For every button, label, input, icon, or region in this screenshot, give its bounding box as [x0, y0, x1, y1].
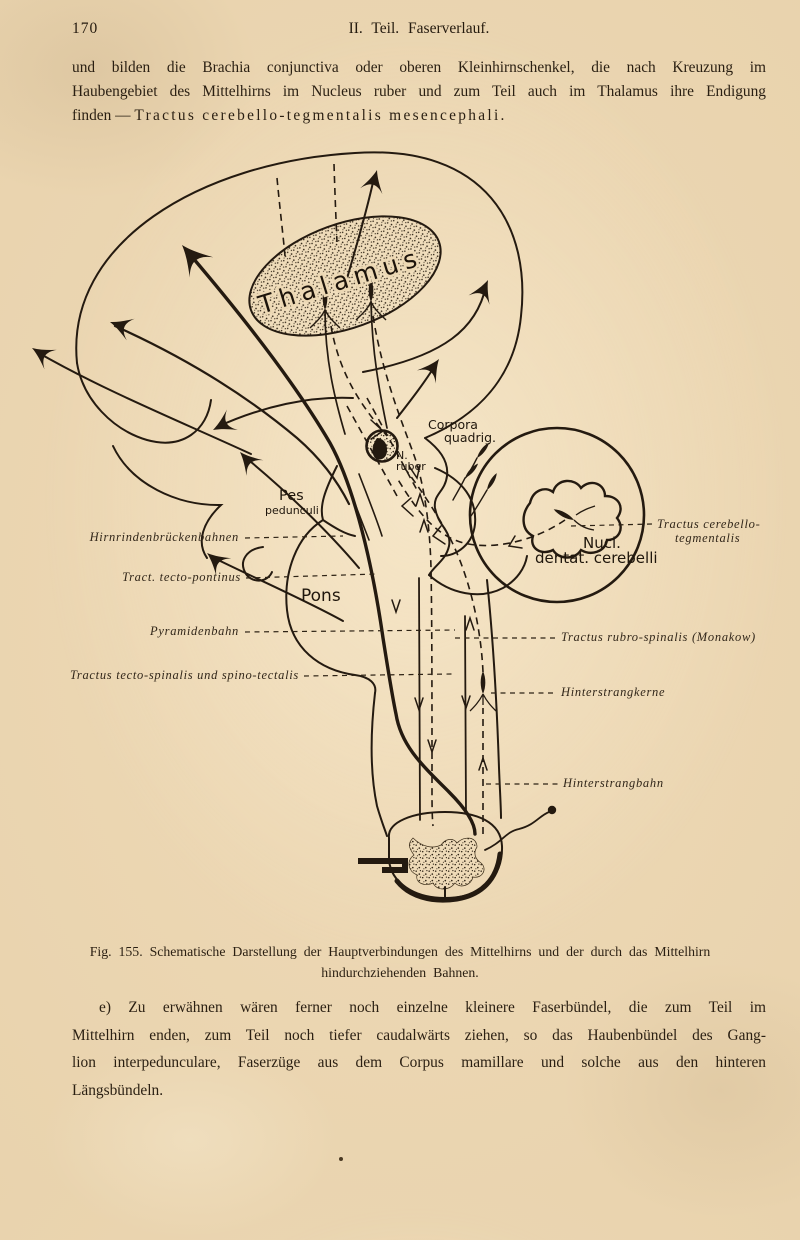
- thalamic-radiation: [362, 285, 487, 373]
- paragraph-bottom-line: lion interpedunculare, Faserzüge aus dem…: [72, 1054, 766, 1071]
- label-pedunculi: pedunculi: [265, 504, 319, 517]
- thalamus-shape: [248, 215, 442, 337]
- arrowhead-icon: [416, 352, 449, 384]
- label-n-ruber-2: ruber: [396, 460, 426, 473]
- paragraph-bottom-line: Längsbündeln.: [72, 1081, 164, 1099]
- spinal-section-thick-rim: [394, 851, 503, 903]
- label-tractus-cerebello-1: Tractus cerebello-: [657, 517, 760, 531]
- thalamus-neuron: [355, 279, 387, 321]
- arrowhead-icon: [170, 234, 214, 278]
- basal-outline: [112, 445, 224, 559]
- label-hinterstrangbahn: Hinterstrangbahn: [562, 776, 664, 790]
- tegmental-cell: [485, 472, 499, 491]
- thalamus-neuron: [309, 287, 341, 329]
- paragraph-top-line: Haubengebiet des Mittelhirns im Nucleus …: [72, 83, 766, 100]
- label-corpora-1: Corpora: [428, 417, 478, 432]
- hemisphere-outline: [75, 151, 524, 439]
- long-descending-dashed: [372, 315, 434, 827]
- label-tract-tecto-pontinus: Tract. tecto-pontinus: [122, 570, 241, 584]
- pes-notch: [322, 519, 356, 537]
- thalamus-axon: [324, 309, 346, 435]
- pes-pons-outline: [285, 465, 377, 694]
- neurons: [309, 279, 596, 712]
- vertical-fiber: [464, 615, 467, 815]
- page-header: 170 II. Teil. Faserverlauf.: [72, 20, 766, 42]
- direction-arrows: [370, 419, 523, 771]
- pes-fiber: [358, 473, 383, 537]
- arrowhead-icon: [25, 338, 57, 370]
- paragraph-top-line: finden — Tractus cerebello-tegmentalis m…: [72, 104, 766, 128]
- arrowhead-icon: [468, 275, 499, 305]
- pyramid-hook: [358, 858, 408, 873]
- medial-curl-outline: [76, 362, 212, 444]
- fig155-diagram: Thalamus Pes pedunculi Pons Corpora quad…: [25, 151, 760, 903]
- cord-right-edge: [486, 579, 502, 819]
- tegmental-cell: [463, 462, 480, 480]
- label-nucl-1: Nucl.: [583, 534, 621, 552]
- paragraph-top-line: und bilden die Brachia conjunctiva oder …: [72, 59, 766, 76]
- decussation-dashed: [366, 397, 418, 491]
- dentate-neuron: [552, 505, 596, 531]
- label-hinterstrangkerne: Hinterstrangkerne: [560, 685, 665, 699]
- cortical-fiber: [244, 456, 360, 569]
- label-pons: Pons: [301, 586, 341, 606]
- hinterstrangkern-neuron: [469, 671, 497, 712]
- label-pyramidenbahn: Pyramidenbahn: [149, 624, 239, 638]
- arrowhead-icon: [231, 444, 264, 476]
- paragraph-top: und bilden die Brachia conjunctiva oder …: [72, 56, 766, 128]
- fiber-tracts: [36, 177, 557, 851]
- paragraph-bottom-line: Mittelhirn enden, zum Teil noch tiefer c…: [72, 1026, 766, 1044]
- label-pes: Pes: [279, 488, 304, 504]
- label-nucl-2: dentat. cerebelli: [535, 549, 658, 567]
- page-number: 170: [72, 20, 99, 37]
- running-title: II. Teil. Faserverlauf.: [348, 20, 490, 37]
- cortical-fiber: [113, 324, 351, 506]
- pyramidal-tract: [185, 249, 477, 836]
- spinal-reflex-fiber: [484, 811, 550, 851]
- thalamocortical-fiber: [344, 177, 375, 287]
- figure-labels: Thalamus Pes pedunculi Pons Corpora quad…: [70, 240, 760, 790]
- spinal-gray-butterfly: [408, 837, 485, 890]
- label-corpora-2: quadrig.: [444, 430, 496, 445]
- stippled-nuclei: [248, 215, 485, 890]
- paragraph-top-text: finden —: [72, 107, 135, 124]
- small-curl: [242, 546, 273, 582]
- leader-lines: [244, 523, 654, 785]
- label-tractus-rubro-spinalis: Tractus rubro-spinalis (Monakow): [561, 630, 756, 644]
- tectum-outline: [424, 437, 451, 576]
- caption-line-1: Fig. 155. Schematische Darstellung der H…: [89, 944, 711, 959]
- label-tractus-cerebello-2: tegmentalis: [675, 531, 740, 545]
- pes-fiber: [344, 477, 370, 541]
- decussation-dashed: [346, 405, 398, 497]
- cerebello-tegmental-dashed: [396, 477, 566, 547]
- corticofugal-dashed: [333, 163, 338, 243]
- tectothalamic-fiber: [396, 363, 437, 419]
- label-n-ruber-1: N.: [396, 449, 408, 462]
- paragraph-bottom-line: e) Zu erwähnen wären ferner noch einzeln…: [99, 999, 766, 1016]
- sup-peduncle-curve: [428, 555, 528, 596]
- corticofugal-dashed: [276, 177, 286, 257]
- label-tractus-tecto-spinalis: Tractus tecto-spinalis und spino-tectali…: [70, 668, 299, 682]
- arrowhead-icon: [360, 167, 389, 195]
- paragraph-bottom: e) Zu erwähnen wären ferner noch einzeln…: [72, 994, 766, 1104]
- ruber-cell: [372, 438, 388, 460]
- vertical-fiber: [418, 577, 421, 821]
- label-hirnrindenbrueckenbahnen: Hirnrindenbrückenbahnen: [89, 530, 239, 544]
- dentate-outline: [522, 479, 622, 559]
- printers-mark: [339, 1157, 343, 1161]
- fiber-ball-end: [547, 805, 557, 815]
- descending-fiber: [216, 396, 354, 428]
- colliculus-inner: [434, 467, 477, 557]
- arrowhead-icon: [106, 311, 135, 341]
- cortical-fiber: [211, 556, 344, 622]
- cord-left-edge: [370, 692, 388, 837]
- figure-caption: Fig. 155. Schematische Darstellung der H…: [40, 941, 760, 983]
- cerebellum-outline: [468, 426, 646, 604]
- cortical-fiber: [36, 351, 252, 455]
- caption-line-2: hindurchziehenden Bahnen.: [321, 965, 479, 980]
- tract-name-spaced: Tractus cerebello-tegmentalis mesencepha…: [134, 107, 507, 124]
- thalamus-axon: [370, 301, 388, 429]
- figure-155: Thalamus Pes pedunculi Pons Corpora quad…: [25, 148, 775, 930]
